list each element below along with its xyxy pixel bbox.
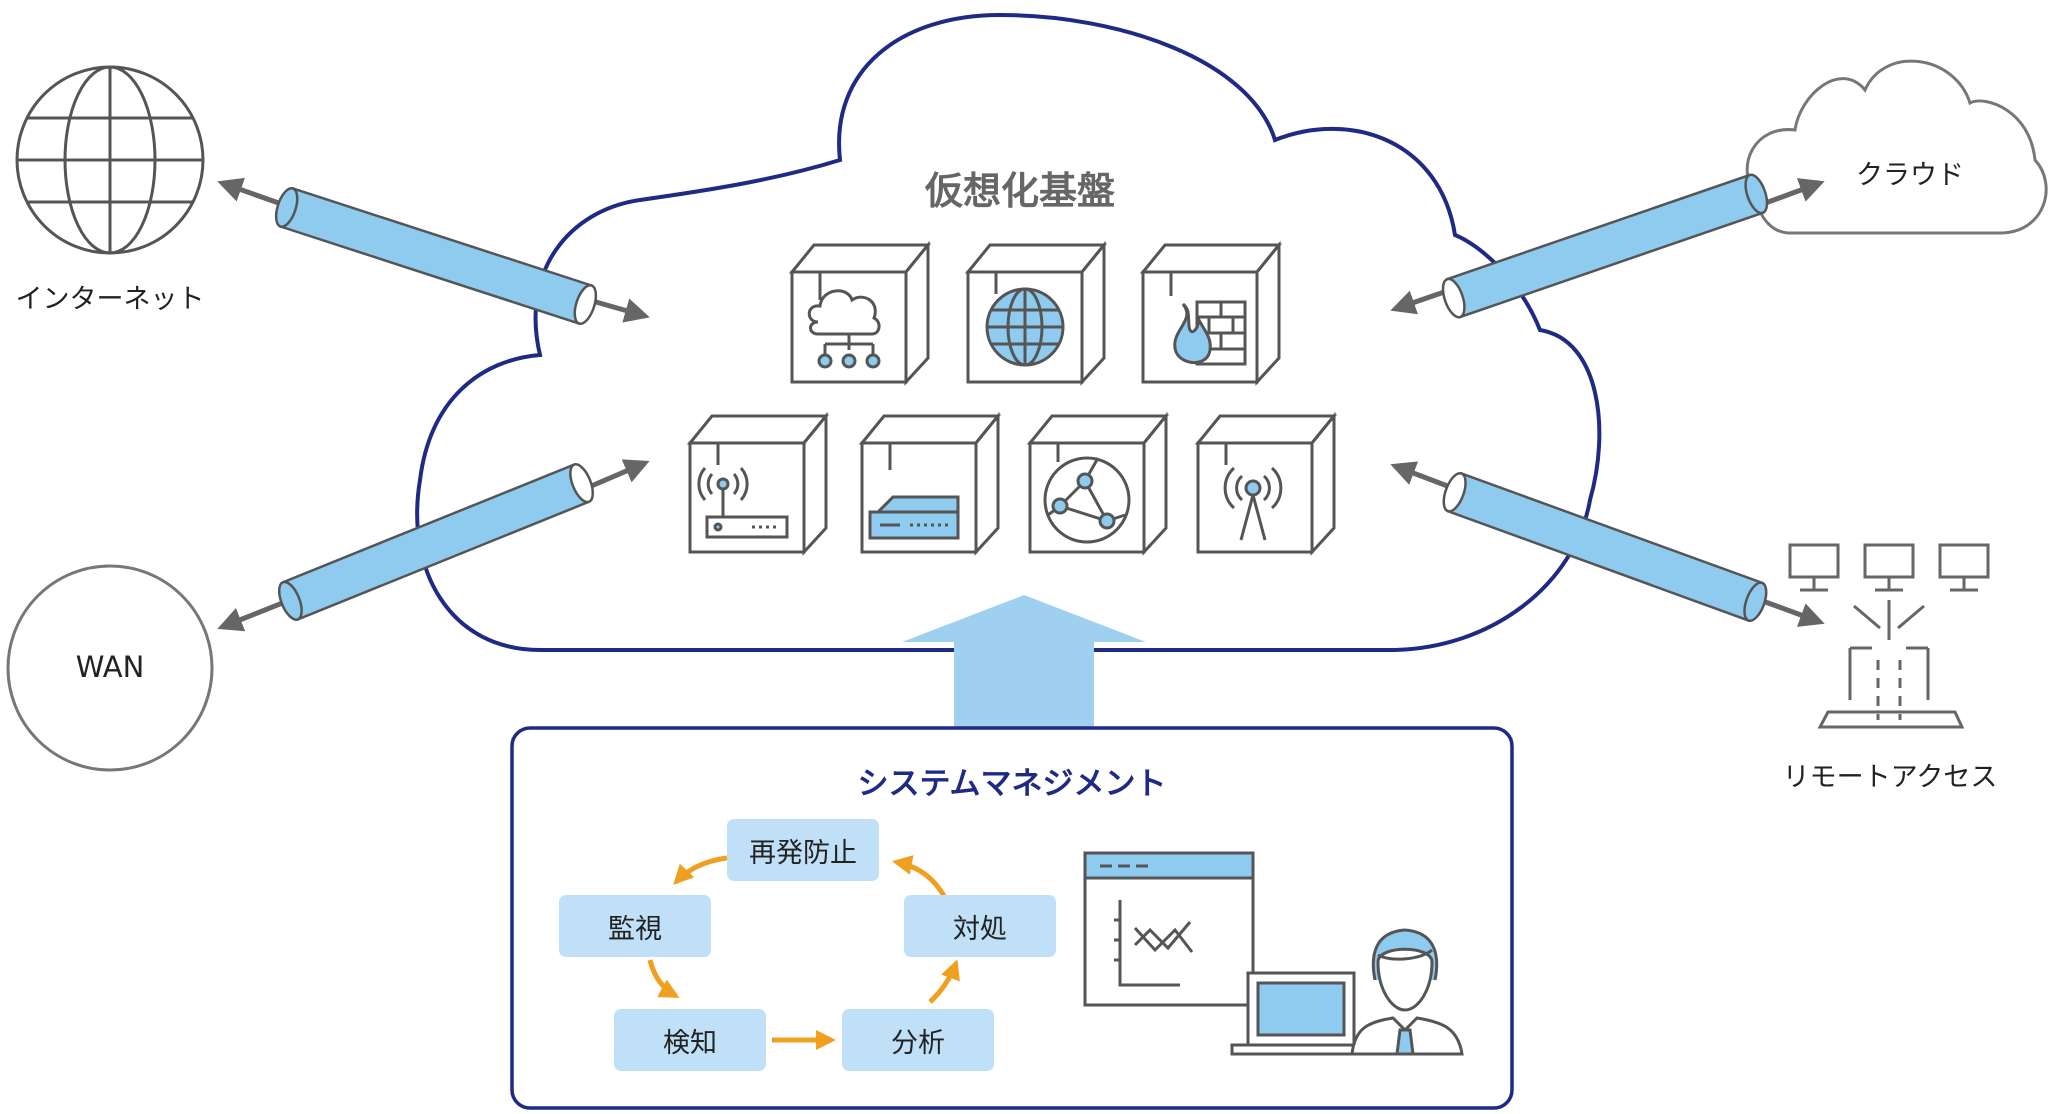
- step-response: 対処: [904, 895, 1056, 957]
- cloud-title: 仮想化基盤: [924, 169, 1115, 213]
- step-monitoring: 監視: [559, 895, 711, 957]
- internet-globe-icon: [15, 65, 205, 255]
- cube-switch-icon: [858, 411, 1002, 556]
- internet-label: インターネット: [15, 284, 205, 315]
- connector-wan: [217, 459, 650, 632]
- connector-remote-access: [1390, 461, 1825, 627]
- laptop-icon: [1230, 971, 1372, 1056]
- remote-access-label: リモートアクセス: [1782, 762, 1998, 793]
- cube-globe-icon: [964, 240, 1108, 386]
- wan-label: WAN: [75, 650, 145, 684]
- upward-arrow-stem: [954, 642, 1094, 726]
- cube-network-node-icon: [1026, 411, 1170, 556]
- wan-circle: [6, 564, 214, 772]
- connector-internet: [217, 177, 650, 326]
- cloud-service-label: クラウド: [1856, 160, 1964, 191]
- operator-icon: [1350, 928, 1464, 1056]
- cloud-service-shape: [1745, 59, 2048, 235]
- connector-cloud-service: [1390, 173, 1825, 319]
- cube-access-point-icon: [1194, 411, 1338, 556]
- management-title: システムマネジメント: [857, 766, 1167, 802]
- cube-cloud-network-icon: [788, 240, 932, 386]
- monitor-chart-icon: [1083, 851, 1255, 1007]
- step-analysis: 分析: [842, 1009, 994, 1071]
- cycle-arrows: [647, 855, 960, 1050]
- cube-firewall-icon: [1139, 240, 1283, 386]
- step-prevention: 再発防止: [727, 819, 879, 881]
- step-detection: 検知: [614, 1009, 766, 1071]
- cube-wifi-router-icon: [686, 411, 830, 556]
- remote-access-icon: [1788, 543, 1990, 729]
